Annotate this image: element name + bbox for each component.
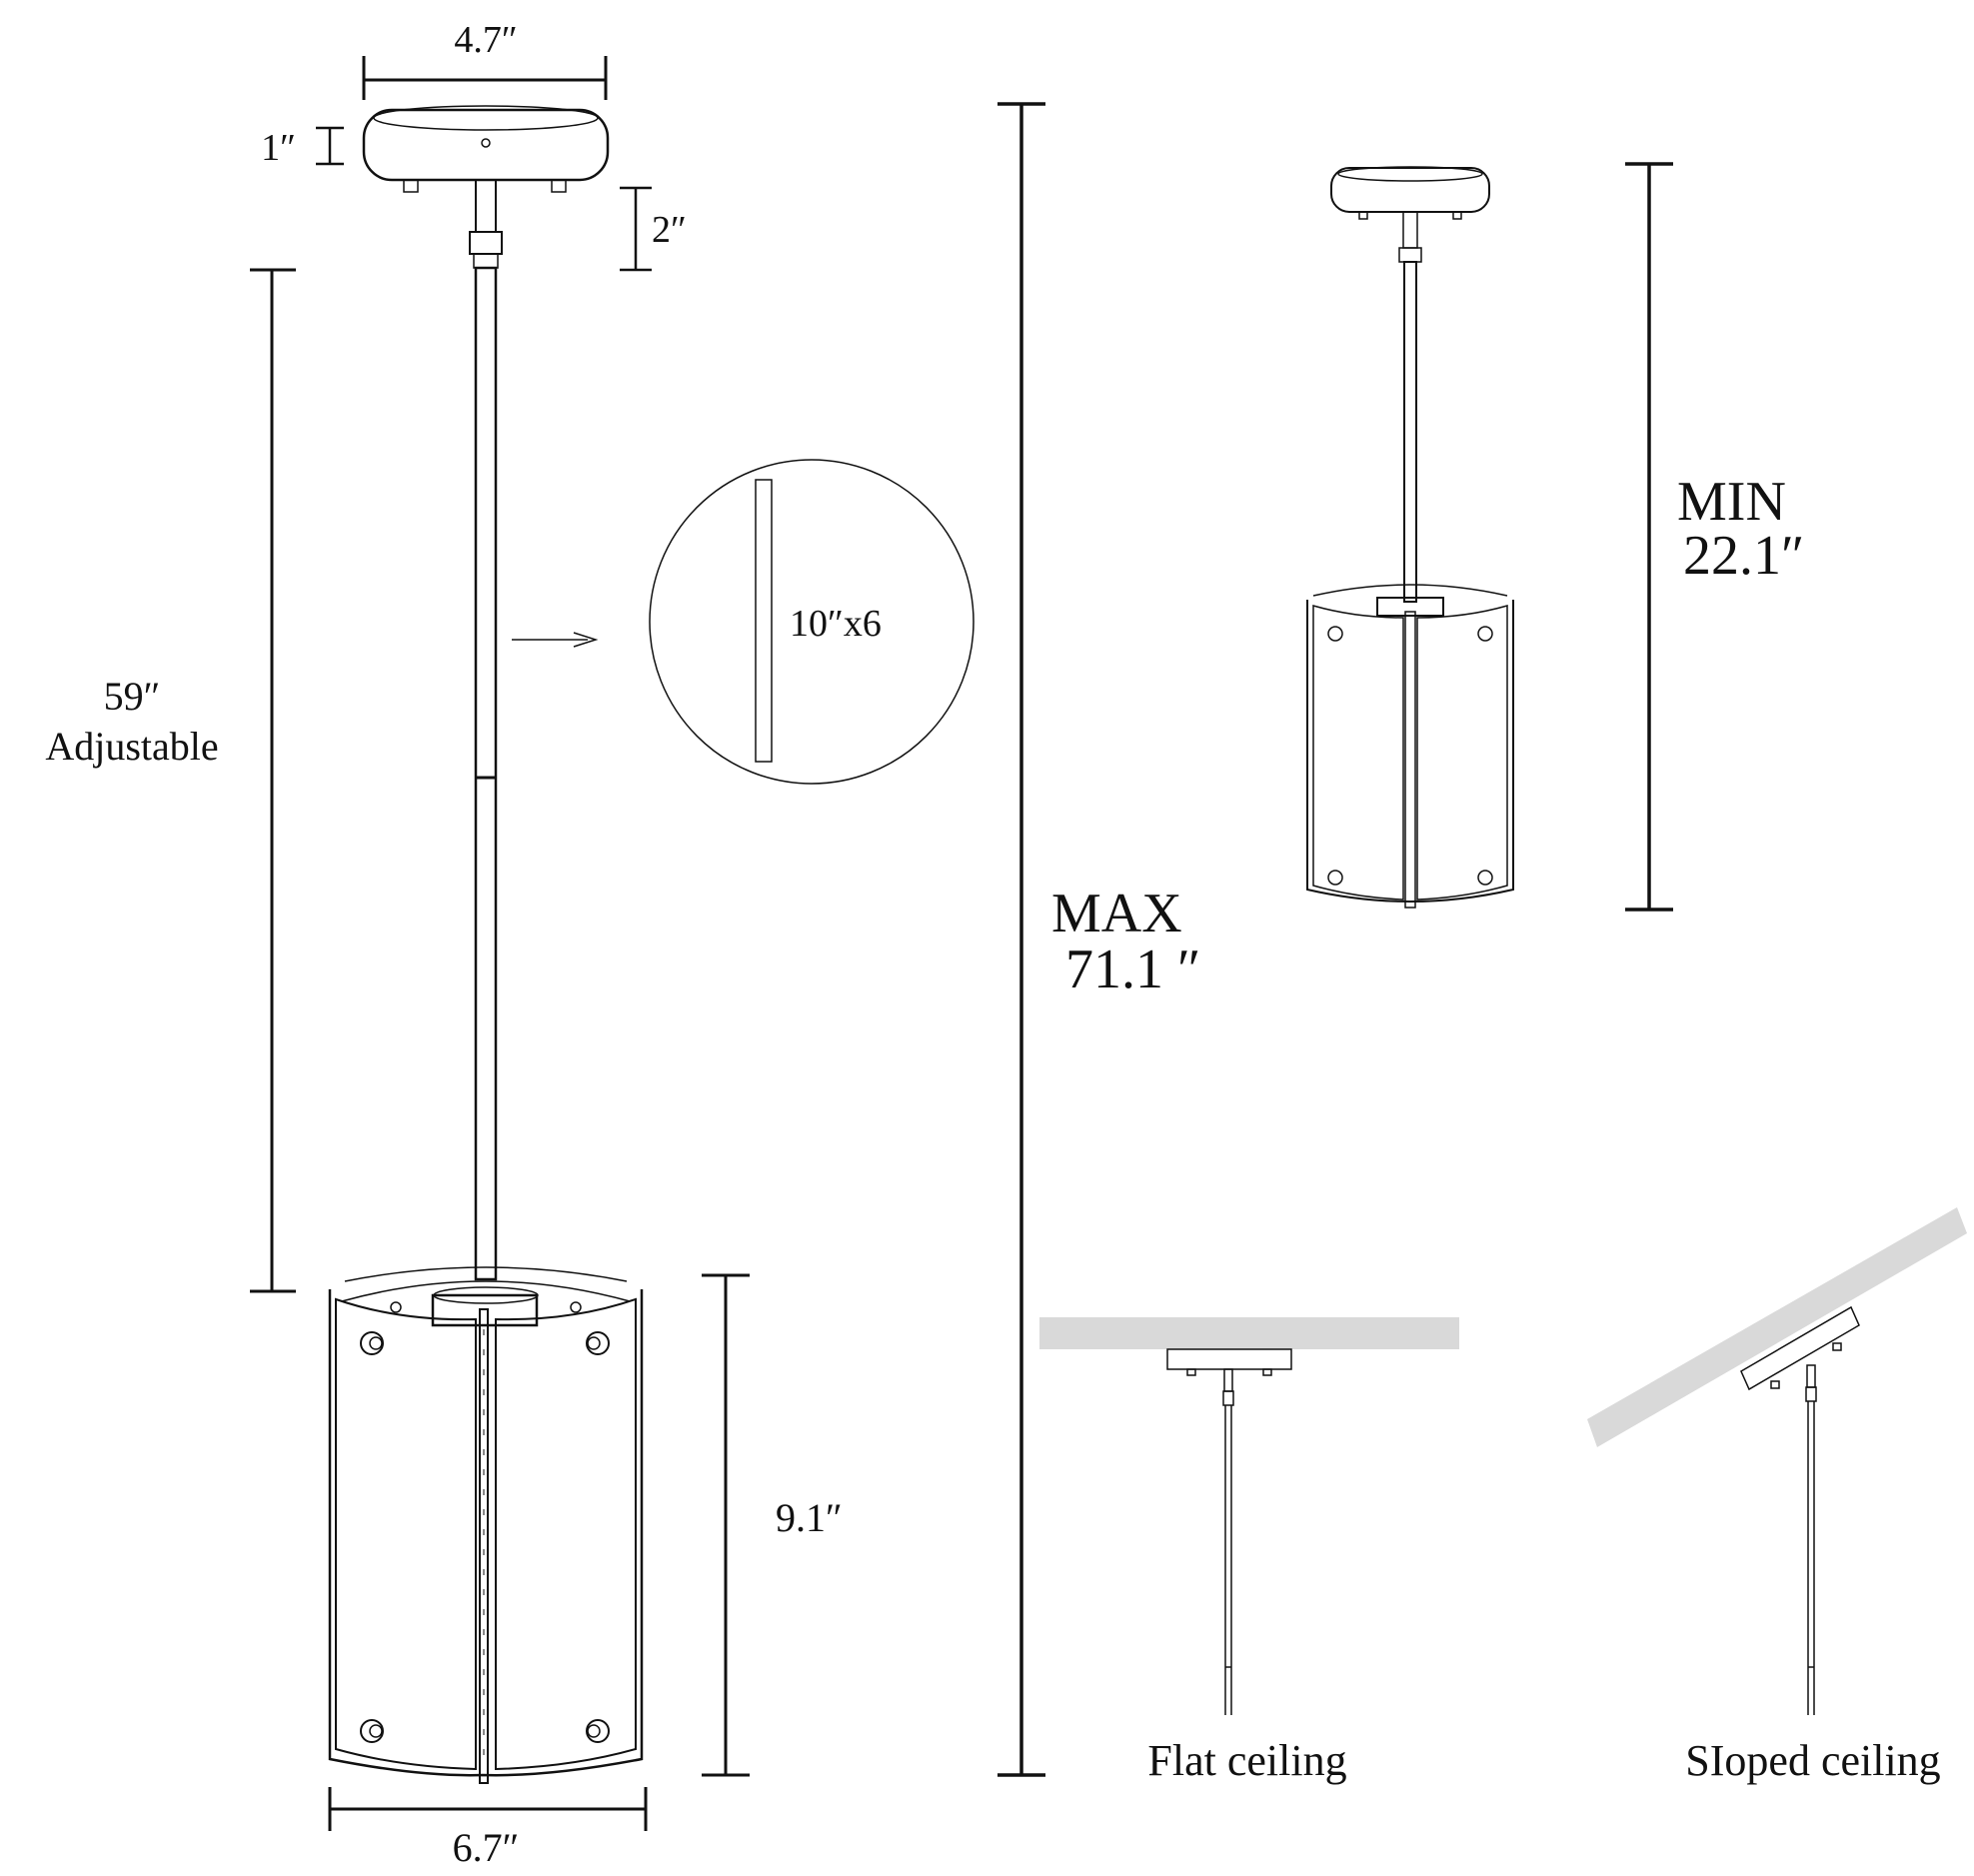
shade-width-label: 6.7″	[453, 1825, 520, 1870]
shade	[328, 1266, 644, 1784]
sloped-ceiling-diagram	[1587, 1207, 1967, 1715]
rod-segment-label: 10″x6	[790, 603, 882, 645]
sloped-ceiling-label: SIoped ceiling	[1685, 1736, 1940, 1785]
min-fixture	[1306, 166, 1514, 909]
max-label: MAX	[1051, 883, 1182, 944]
min-value-label: 22.1″	[1683, 525, 1804, 587]
canopy-height-label: 1″	[261, 127, 296, 169]
max-value-label: 71.1 ″	[1065, 938, 1200, 1000]
rod-segment-detail	[512, 459, 975, 785]
ceiling-surface	[1039, 1317, 1459, 1349]
connector-height-label: 2″	[652, 209, 687, 251]
shade-height-label: 9.1″	[776, 1495, 843, 1540]
dimension-lines	[250, 56, 1673, 1831]
min-label: MIN	[1677, 471, 1786, 533]
canopy-width-label: 4.7″	[454, 19, 517, 61]
rod	[469, 179, 503, 1281]
sloped-ceiling-surface	[1587, 1207, 1967, 1447]
flat-ceiling-diagram	[1039, 1317, 1459, 1715]
main-fixture	[328, 105, 644, 1784]
flat-ceiling-label: Flat ceiling	[1147, 1736, 1346, 1785]
rod-adjustable-label: Adjustable	[45, 724, 218, 769]
rod-length-label: 59″	[104, 674, 161, 719]
